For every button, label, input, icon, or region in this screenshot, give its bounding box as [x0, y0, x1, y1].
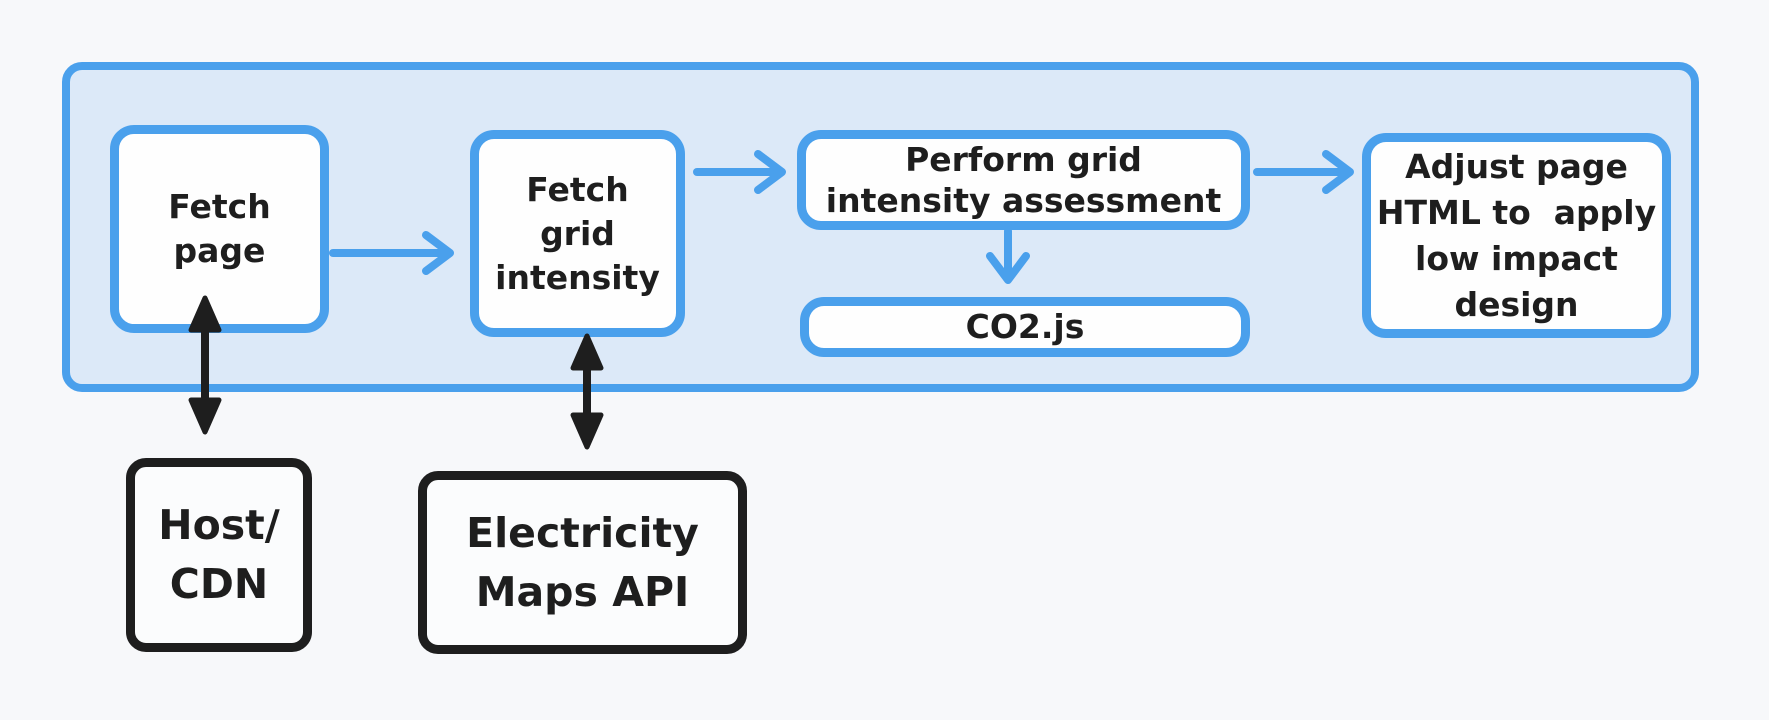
node-electricity-maps-api: Electricity Maps API [418, 471, 747, 654]
node-fetch-page-label: Fetch page [168, 187, 271, 270]
node-grid-intensity-assessment-label: Perform grid intensity assessment [825, 140, 1222, 220]
node-adjust-page-html: Adjust page HTML to apply low impact des… [1362, 133, 1671, 338]
node-fetch-page: Fetch page [110, 125, 329, 333]
node-grid-intensity-assessment: Perform grid intensity assessment [797, 130, 1250, 230]
node-fetch-grid-intensity-label: Fetch grid intensity [495, 169, 660, 297]
node-electricity-maps-api-label: Electricity Maps API [466, 508, 699, 616]
node-host-cdn-label: Host/ CDN [158, 501, 280, 608]
node-co2-js-label: CO2.js [965, 307, 1085, 346]
node-host-cdn: Host/ CDN [126, 458, 312, 652]
node-adjust-page-html-label: Adjust page HTML to apply low impact des… [1376, 146, 1657, 324]
node-fetch-grid-intensity: Fetch grid intensity [470, 130, 685, 337]
node-co2-js: CO2.js [800, 297, 1250, 357]
